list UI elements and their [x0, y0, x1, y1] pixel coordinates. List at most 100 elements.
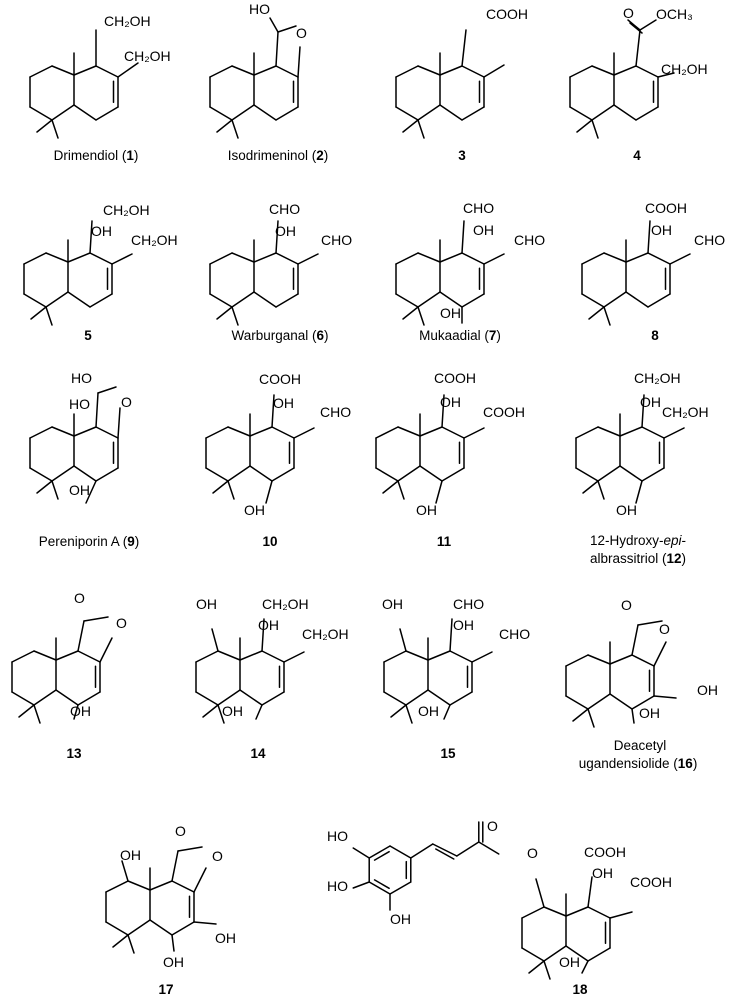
- c17-ring-a-bond: [105, 921, 129, 936]
- c17-ring-b-bond: [149, 880, 173, 891]
- c18-gem-methyl-bond: [528, 960, 545, 974]
- c13-ring-b-bond: [77, 650, 101, 663]
- compound-18-caption: 18: [572, 982, 588, 997]
- c11-carboxyl-bond: [463, 427, 485, 439]
- compound-5: CH₂OH OH CH₂OH 5: [84, 202, 177, 343]
- compound-9: HO O HO OH Pereniporin A (9): [39, 370, 140, 549]
- compound-17-label-oh-bottom: OH: [163, 954, 184, 970]
- c1-gem-methyl-bond: [36, 119, 53, 133]
- c3-ring-a-bond: [395, 106, 419, 121]
- compound-6: CHO OH CHO Warburganal (6): [231, 201, 352, 343]
- compound-11-label-cooh-side: COOH: [483, 404, 525, 420]
- c12-substituent-bond: [641, 394, 645, 428]
- c6-ring-b-bond: [275, 252, 299, 265]
- compound-1-label-ch2oh-top: CH₂OH: [104, 13, 151, 29]
- c14-gem-methyl-bond: [202, 704, 219, 718]
- c18-gem-methyl-bond: [543, 960, 551, 980]
- compound-10: COOH OH CHO OH 10: [244, 371, 351, 549]
- c6-ring-a-bond: [231, 252, 255, 263]
- compound-12-label-ch2oh-top: CH₂OH: [634, 370, 681, 386]
- c14-substituent-bond: [261, 618, 265, 652]
- c16-lactone-bond: [631, 624, 639, 656]
- c14-ring-b-bond: [261, 691, 285, 706]
- compound-12: CH₂OH OH CH₂OH OH 12-Hydroxy-epi- albras…: [590, 370, 709, 566]
- c17-ring-a-bond: [127, 880, 151, 891]
- compound-17-label-oh-right: OH: [215, 930, 236, 946]
- c3-carboxyl-bond: [461, 29, 467, 67]
- c16-hydroxy-bond: [653, 695, 677, 699]
- compound-17-label-o-carbonyl: O: [175, 823, 186, 839]
- compound-3-label-cooh: COOH: [486, 6, 528, 22]
- c2-ring-b-bond: [253, 65, 277, 76]
- compound-7-label-cho-side: CHO: [514, 232, 545, 248]
- c13-gem-methyl-bond: [18, 704, 35, 718]
- c10-gem-methyl-bond: [212, 480, 229, 494]
- c18-carboxyl-bond: [587, 876, 593, 908]
- c13-ring-b-bond: [77, 691, 101, 706]
- compound-12-label-oh: OH: [640, 394, 661, 410]
- c7-gem-methyl-bond: [417, 306, 425, 326]
- c3-ring-b-bond: [439, 65, 463, 76]
- c17-lactone-bond: [177, 846, 203, 852]
- c9-ring-a-bond: [29, 467, 53, 482]
- c12-ring-b-bond: [641, 426, 665, 439]
- c16-ring-b-bond: [631, 695, 655, 710]
- c9-ring-b-bond: [73, 465, 97, 482]
- c16-ring-a-bond: [587, 654, 611, 665]
- c17-hydroxy-bond: [193, 921, 217, 925]
- c18-ring-a-bond: [543, 945, 567, 962]
- compound-17-label-o-ring: O: [212, 848, 223, 864]
- c10-ring-b-bond: [271, 426, 295, 439]
- c18-ring-a-bond: [521, 906, 545, 919]
- c16-hydroxy-bond: [631, 708, 635, 724]
- compound-13-label-o-carbonyl: O: [74, 590, 85, 606]
- c12-gem-methyl-bond: [582, 480, 599, 494]
- c4-carbonyl-bond: [627, 19, 641, 31]
- c6-ring-b-bond: [253, 252, 277, 263]
- c4-ring-a-bond: [591, 65, 615, 76]
- c4-gem-methyl-bond: [576, 119, 593, 133]
- c9-ring-b-bond: [95, 426, 119, 439]
- c2-ring-a-bond: [231, 65, 255, 76]
- compound-4-label-ch2oh: CH₂OH: [661, 61, 708, 77]
- c5-ring-a-bond: [45, 252, 69, 263]
- c14-ring-b-bond: [239, 689, 263, 706]
- c7-ring-b-bond: [439, 291, 463, 308]
- c5-substituent-bond: [111, 253, 133, 265]
- compound-4-caption: 4: [633, 148, 641, 163]
- c12-ring-b-bond: [641, 467, 665, 482]
- c15-hydroxy-bond: [399, 628, 407, 652]
- c12-gem-methyl-bond: [597, 480, 605, 500]
- c9-hydroxy-bond: [85, 480, 97, 504]
- c14-ring-b-bond: [239, 650, 263, 661]
- compound-11-label-oh-bottom: OH: [416, 502, 437, 518]
- c10-gem-methyl-bond: [227, 480, 235, 500]
- c18-aryl-double-bond: [373, 879, 390, 890]
- c10-ring-b-bond: [249, 465, 273, 482]
- compound-16: O O OH OH Deacetyl ugandensiolide (16): [579, 597, 718, 771]
- c1-ring-a-bond: [29, 106, 53, 121]
- c2-ring-a-bond: [209, 65, 233, 78]
- c2-hydroxy-bond: [269, 17, 279, 33]
- compound-7-label-oh-bottom: OH: [440, 305, 461, 321]
- c5-ring-a-bond: [45, 291, 69, 308]
- c13-gem-methyl-bond: [33, 704, 41, 724]
- c3-ring-a-bond: [395, 65, 419, 78]
- c17-ring-b-bond: [149, 919, 173, 936]
- c2-ring-b-bond: [253, 104, 277, 121]
- compound-6-caption: Warburganal (6): [231, 328, 328, 343]
- c18-carboxyl-bond: [609, 911, 633, 919]
- c15-ring-b-bond: [427, 689, 451, 706]
- c15-ring-a-bond: [383, 650, 407, 663]
- compound-1-label-ch2oh-side: CH₂OH: [124, 48, 171, 64]
- c7-ring-a-bond: [395, 293, 419, 308]
- c10-aldehyde-bond: [293, 427, 315, 439]
- c14-hydroxy-bond: [255, 704, 263, 720]
- c13-ring-a-bond: [11, 650, 35, 663]
- c3-ring-b-bond: [439, 104, 463, 121]
- c13-ring-a-bond: [11, 691, 35, 706]
- c6-ring-b-bond: [253, 291, 277, 308]
- c10-ring-a-bond: [205, 467, 229, 482]
- c10-hydroxy-bond: [265, 480, 273, 504]
- c11-gem-methyl-bond: [382, 480, 399, 494]
